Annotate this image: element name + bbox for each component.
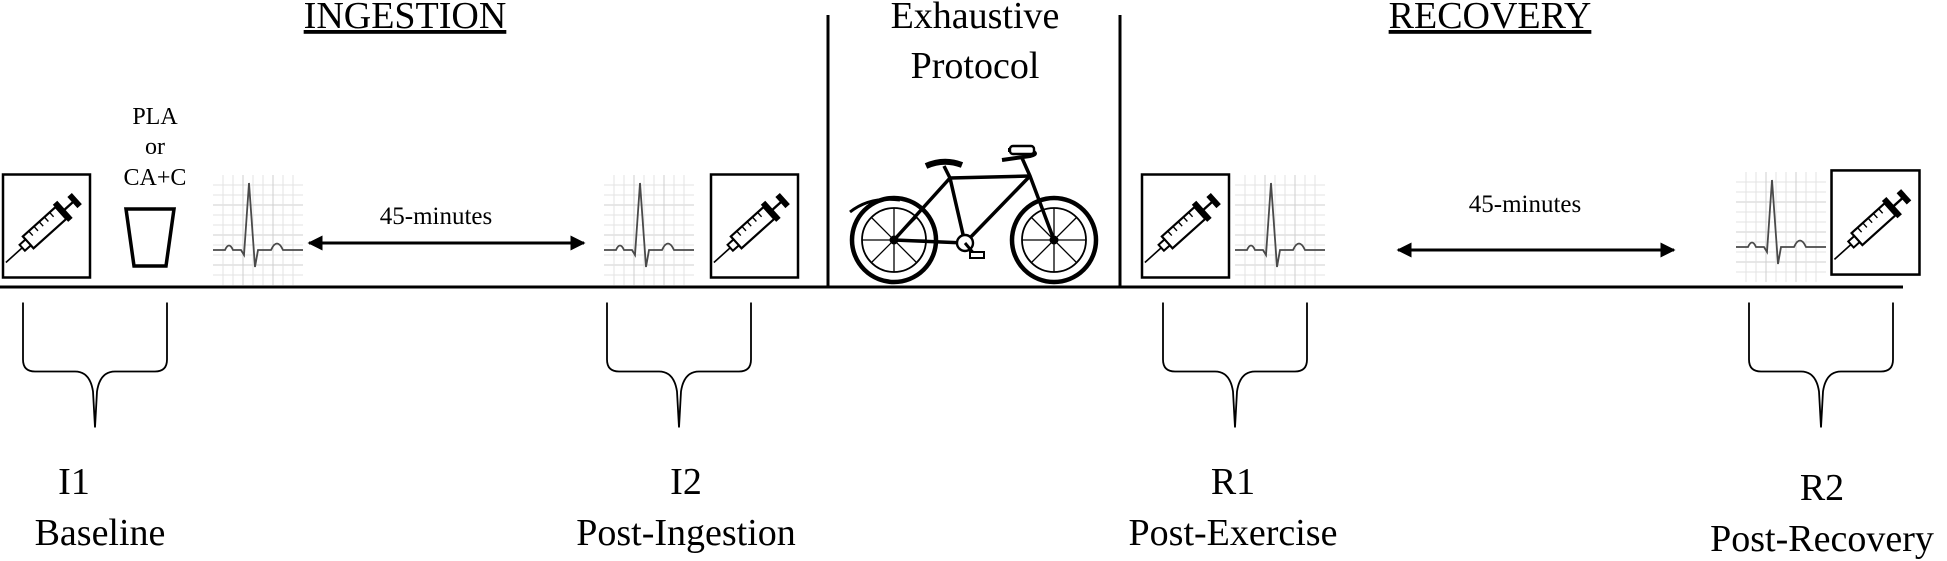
supplement-line-2: or xyxy=(145,134,165,160)
ecg-icon xyxy=(213,175,303,285)
timepoint-name-post-exercise: Post-Exercise xyxy=(1129,512,1338,554)
cup-icon xyxy=(123,207,177,268)
ecg-icon xyxy=(1736,172,1826,282)
bicycle-icon xyxy=(849,144,1099,285)
supplement-line-3: CA+C xyxy=(124,165,187,191)
interval-label-recovery: 45-minutes xyxy=(1469,191,1582,218)
timepoint-name-baseline: Baseline xyxy=(35,512,166,554)
heading-protocol: Protocol xyxy=(911,45,1040,87)
syringe-icon xyxy=(1,173,92,279)
brace-i2 xyxy=(605,301,753,429)
interval-label-ingestion: 45-minutes xyxy=(380,203,493,230)
heading-exhaustive: Exhaustive xyxy=(891,0,1060,37)
ecg-icon xyxy=(1235,175,1325,285)
brace-r1 xyxy=(1161,301,1309,429)
brace-i1 xyxy=(21,301,169,429)
timepoint-code-i1: I1 xyxy=(58,461,90,503)
brace-r2 xyxy=(1747,301,1895,429)
heading-ingestion: INGESTION xyxy=(304,0,507,37)
ecg-icon xyxy=(604,175,694,285)
supplement-line-1: PLA xyxy=(132,104,178,130)
syringe-icon xyxy=(1830,169,1921,276)
heading-recovery: RECOVERY xyxy=(1389,0,1592,37)
timepoint-code-r1: R1 xyxy=(1211,461,1255,503)
timepoint-code-r2: R2 xyxy=(1800,467,1844,509)
syringe-icon xyxy=(1140,173,1231,279)
timepoint-name-post-ingestion: Post-Ingestion xyxy=(576,512,796,554)
timepoint-name-post-recovery: Post-Recovery xyxy=(1710,518,1934,560)
syringe-icon xyxy=(709,173,800,279)
timepoint-code-i2: I2 xyxy=(670,461,702,503)
